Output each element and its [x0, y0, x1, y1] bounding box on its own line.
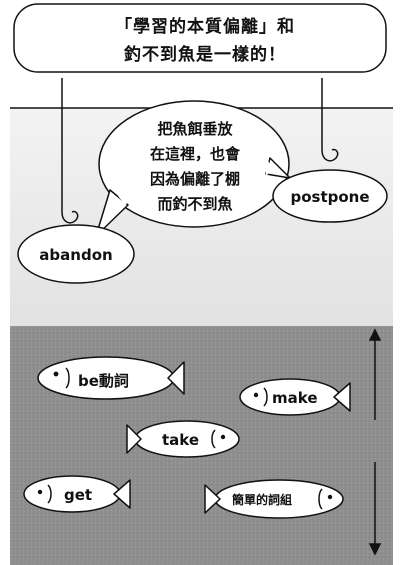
speech-bubble-line-2: 在這裡，也會 [149, 145, 240, 163]
fish-label-make: make [272, 389, 318, 407]
hook-right [321, 148, 339, 162]
fish-label-be-verb: be動詞 [78, 372, 129, 390]
depth-arrow-upper [368, 328, 382, 420]
title-line-1: 「學習的本質偏離」和 [115, 17, 295, 37]
fish-get [23, 475, 131, 513]
fish-label-simple-phrases: 簡單的詞組 [232, 493, 293, 507]
bait-label-postpone: postpone [290, 188, 370, 206]
bait-label-abandon: abandon [39, 246, 113, 264]
fish-simple-phrases [204, 479, 344, 519]
speech-bubble-line-4: 而釣不到魚 [157, 195, 233, 213]
title-line-2: 釣不到魚是一樣的！ [124, 45, 286, 65]
depth-arrow-lower [368, 462, 382, 556]
fish-make [239, 378, 351, 416]
fish-label-get: get [64, 486, 93, 504]
speech-bubble-line-3: 因為偏離了棚 [149, 170, 240, 188]
speech-bubble [95, 100, 291, 237]
fish-take [126, 420, 240, 458]
fish-be-verb [37, 356, 185, 400]
bait-abandon-oval [17, 224, 135, 284]
speech-bubble-line-1: 把魚餌垂放 [157, 120, 233, 138]
bait-postpone-oval [272, 169, 388, 223]
fish-label-take: take [162, 431, 200, 449]
title-box [13, 3, 387, 73]
hook-left [61, 210, 79, 224]
